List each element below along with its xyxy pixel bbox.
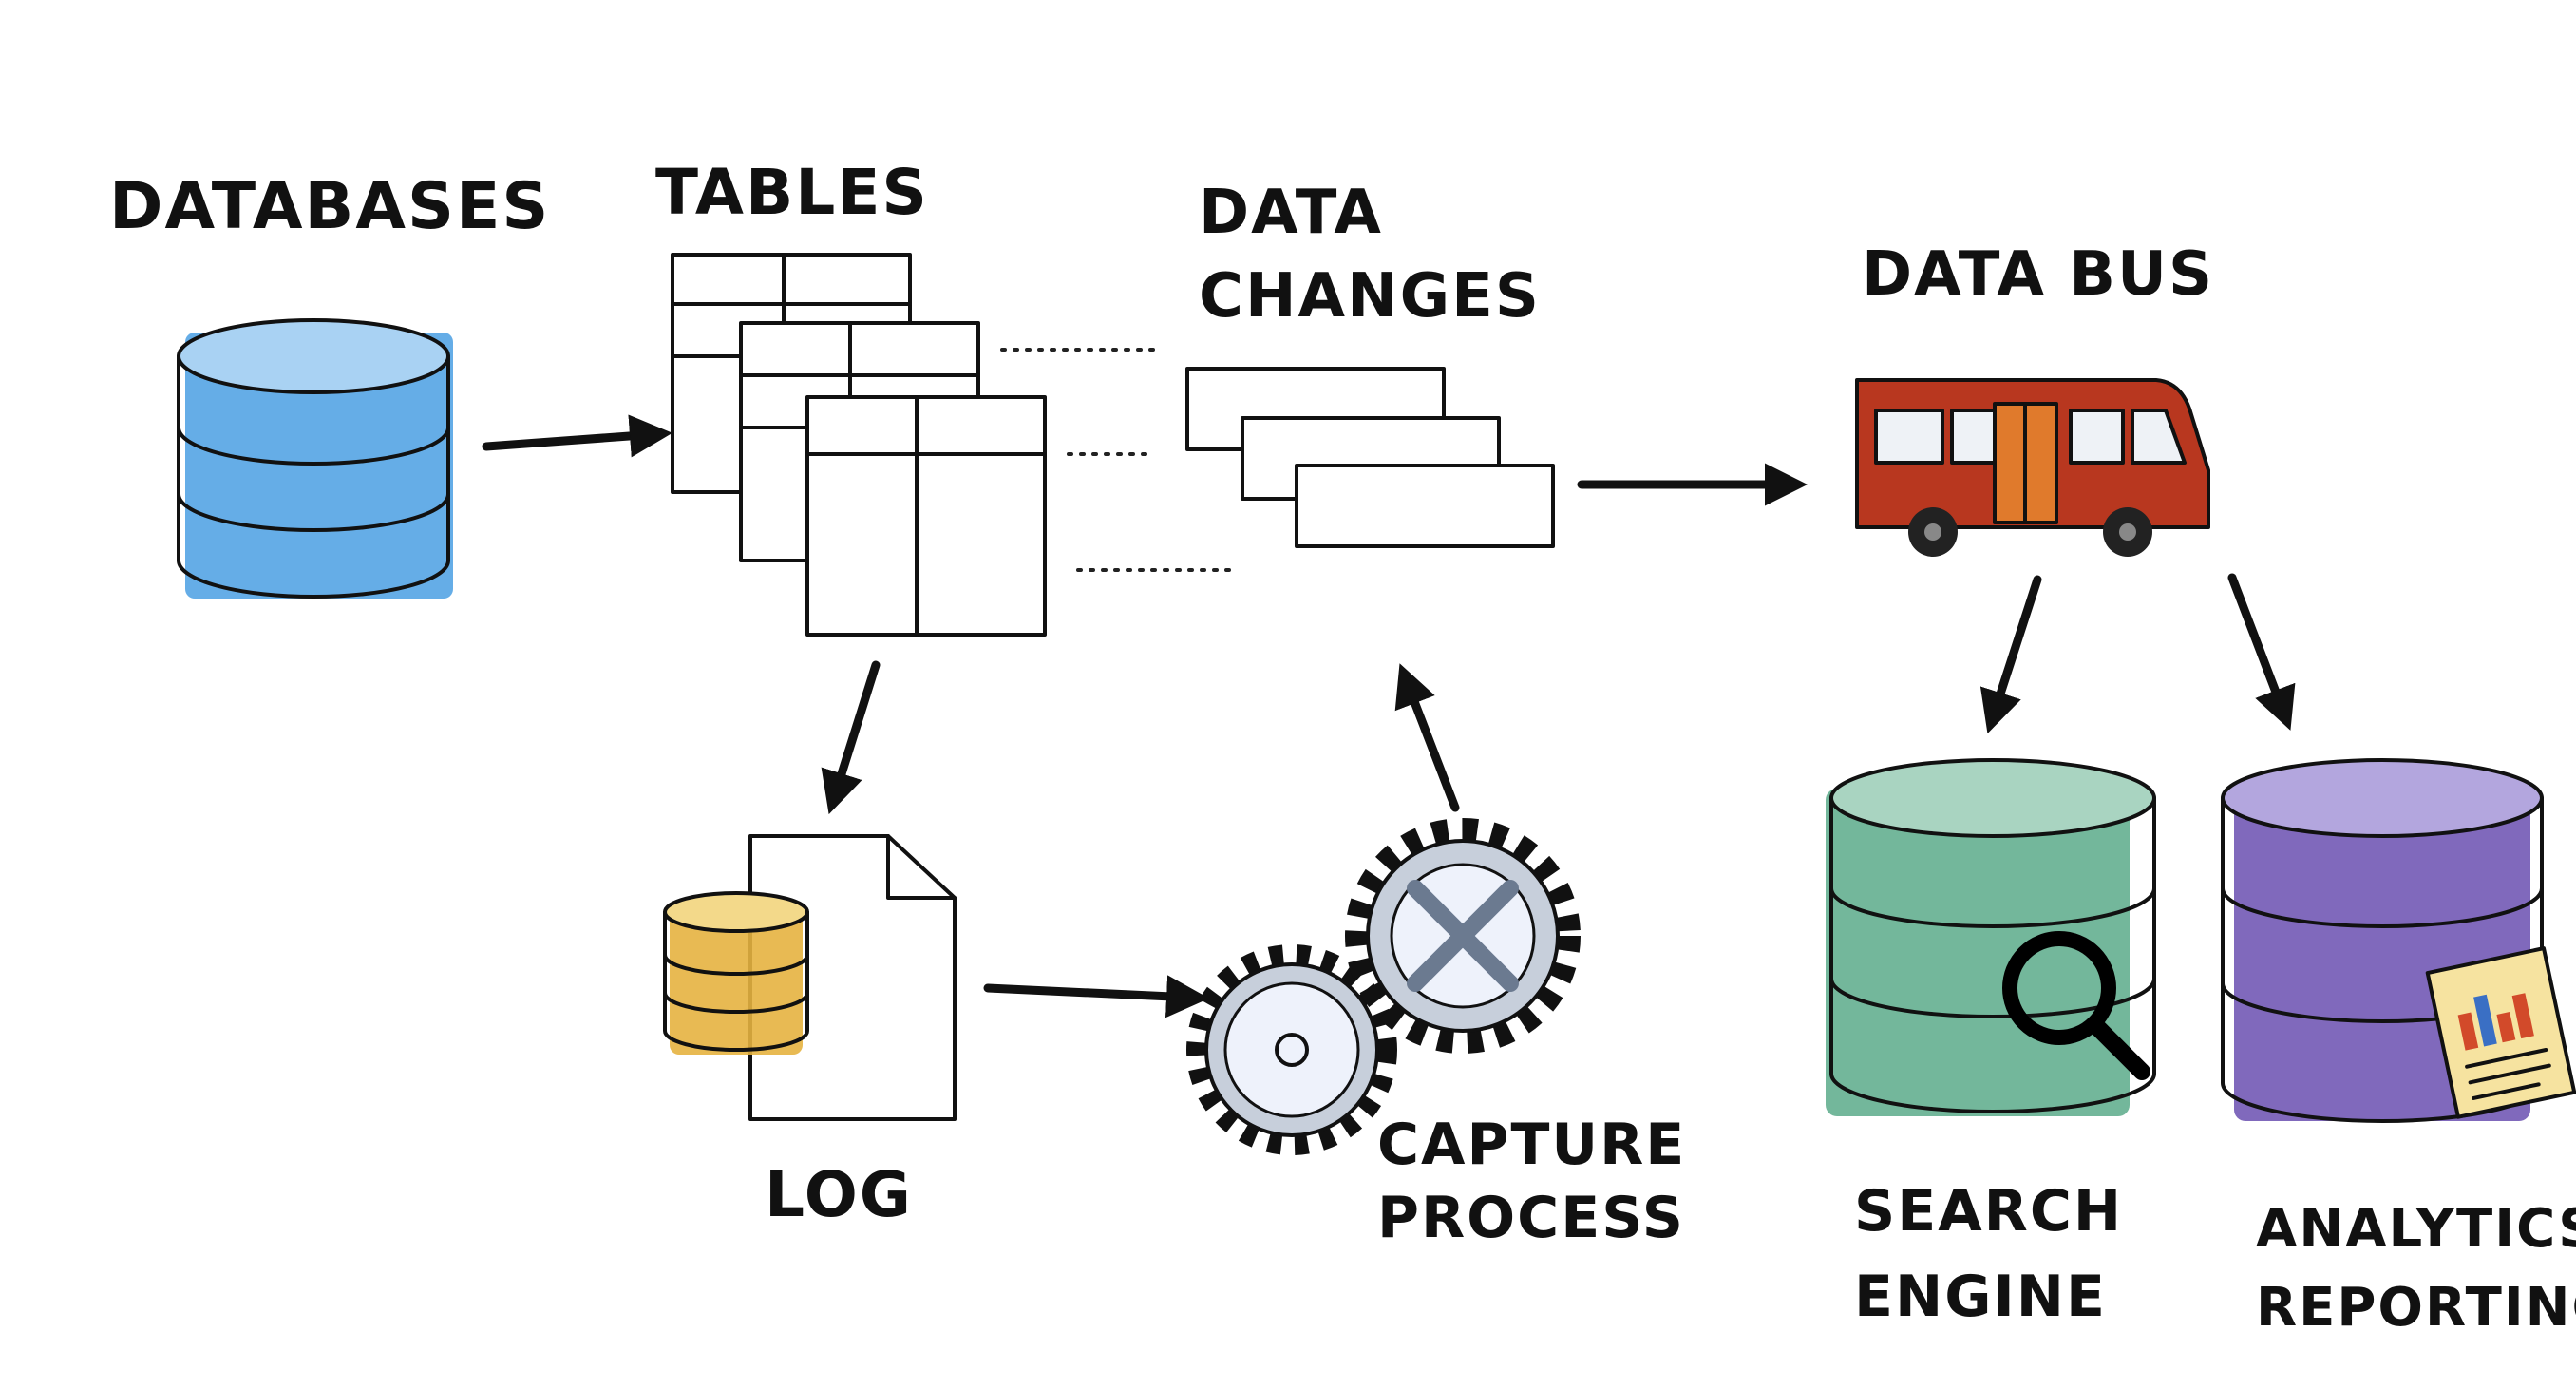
arrow-bus-to-analytics [2227,573,2296,731]
arrow-capture-to-changes [1394,663,1460,812]
data-changes-label-line2: CHANGES [1199,261,1541,332]
small-gear-icon [1186,944,1397,1155]
log-database-icon [663,891,809,1055]
capture-process-label-line2: PROCESS [1377,1185,1685,1251]
databases-label: DATABASES [109,169,550,244]
search-engine-label-line2: ENGINE [1854,1264,2107,1330]
capture-process-label-line1: CAPTURE [1377,1112,1686,1178]
tables-icon [671,253,1047,637]
arrow-bus-to-search [1979,575,2042,734]
large-gear-icon [1345,818,1581,1054]
tables-label: TABLES [655,156,929,229]
data-bus-label: DATA BUS [1862,239,2214,310]
search-engine-database-icon [1826,758,2156,1116]
data-changes-label-line1: DATA [1199,178,1383,248]
magnifier-icon [2002,931,2150,1080]
bus-icon [1855,378,2210,557]
arrow-log-to-capture [983,975,1209,1018]
search-engine-label-line1: SEARCH [1854,1178,2123,1245]
analytics-label-line2: REPORTING [2256,1277,2576,1339]
report-document-icon [2425,946,2576,1119]
log-label: LOG [765,1158,913,1231]
arrow-tables-to-log [821,660,881,815]
source-database-icon [177,318,453,599]
arrow-databases-to-tables [482,414,672,458]
analytics-label-line1: ANALYTICS [2256,1198,2576,1260]
data-changes-records-icon [1185,367,1555,548]
